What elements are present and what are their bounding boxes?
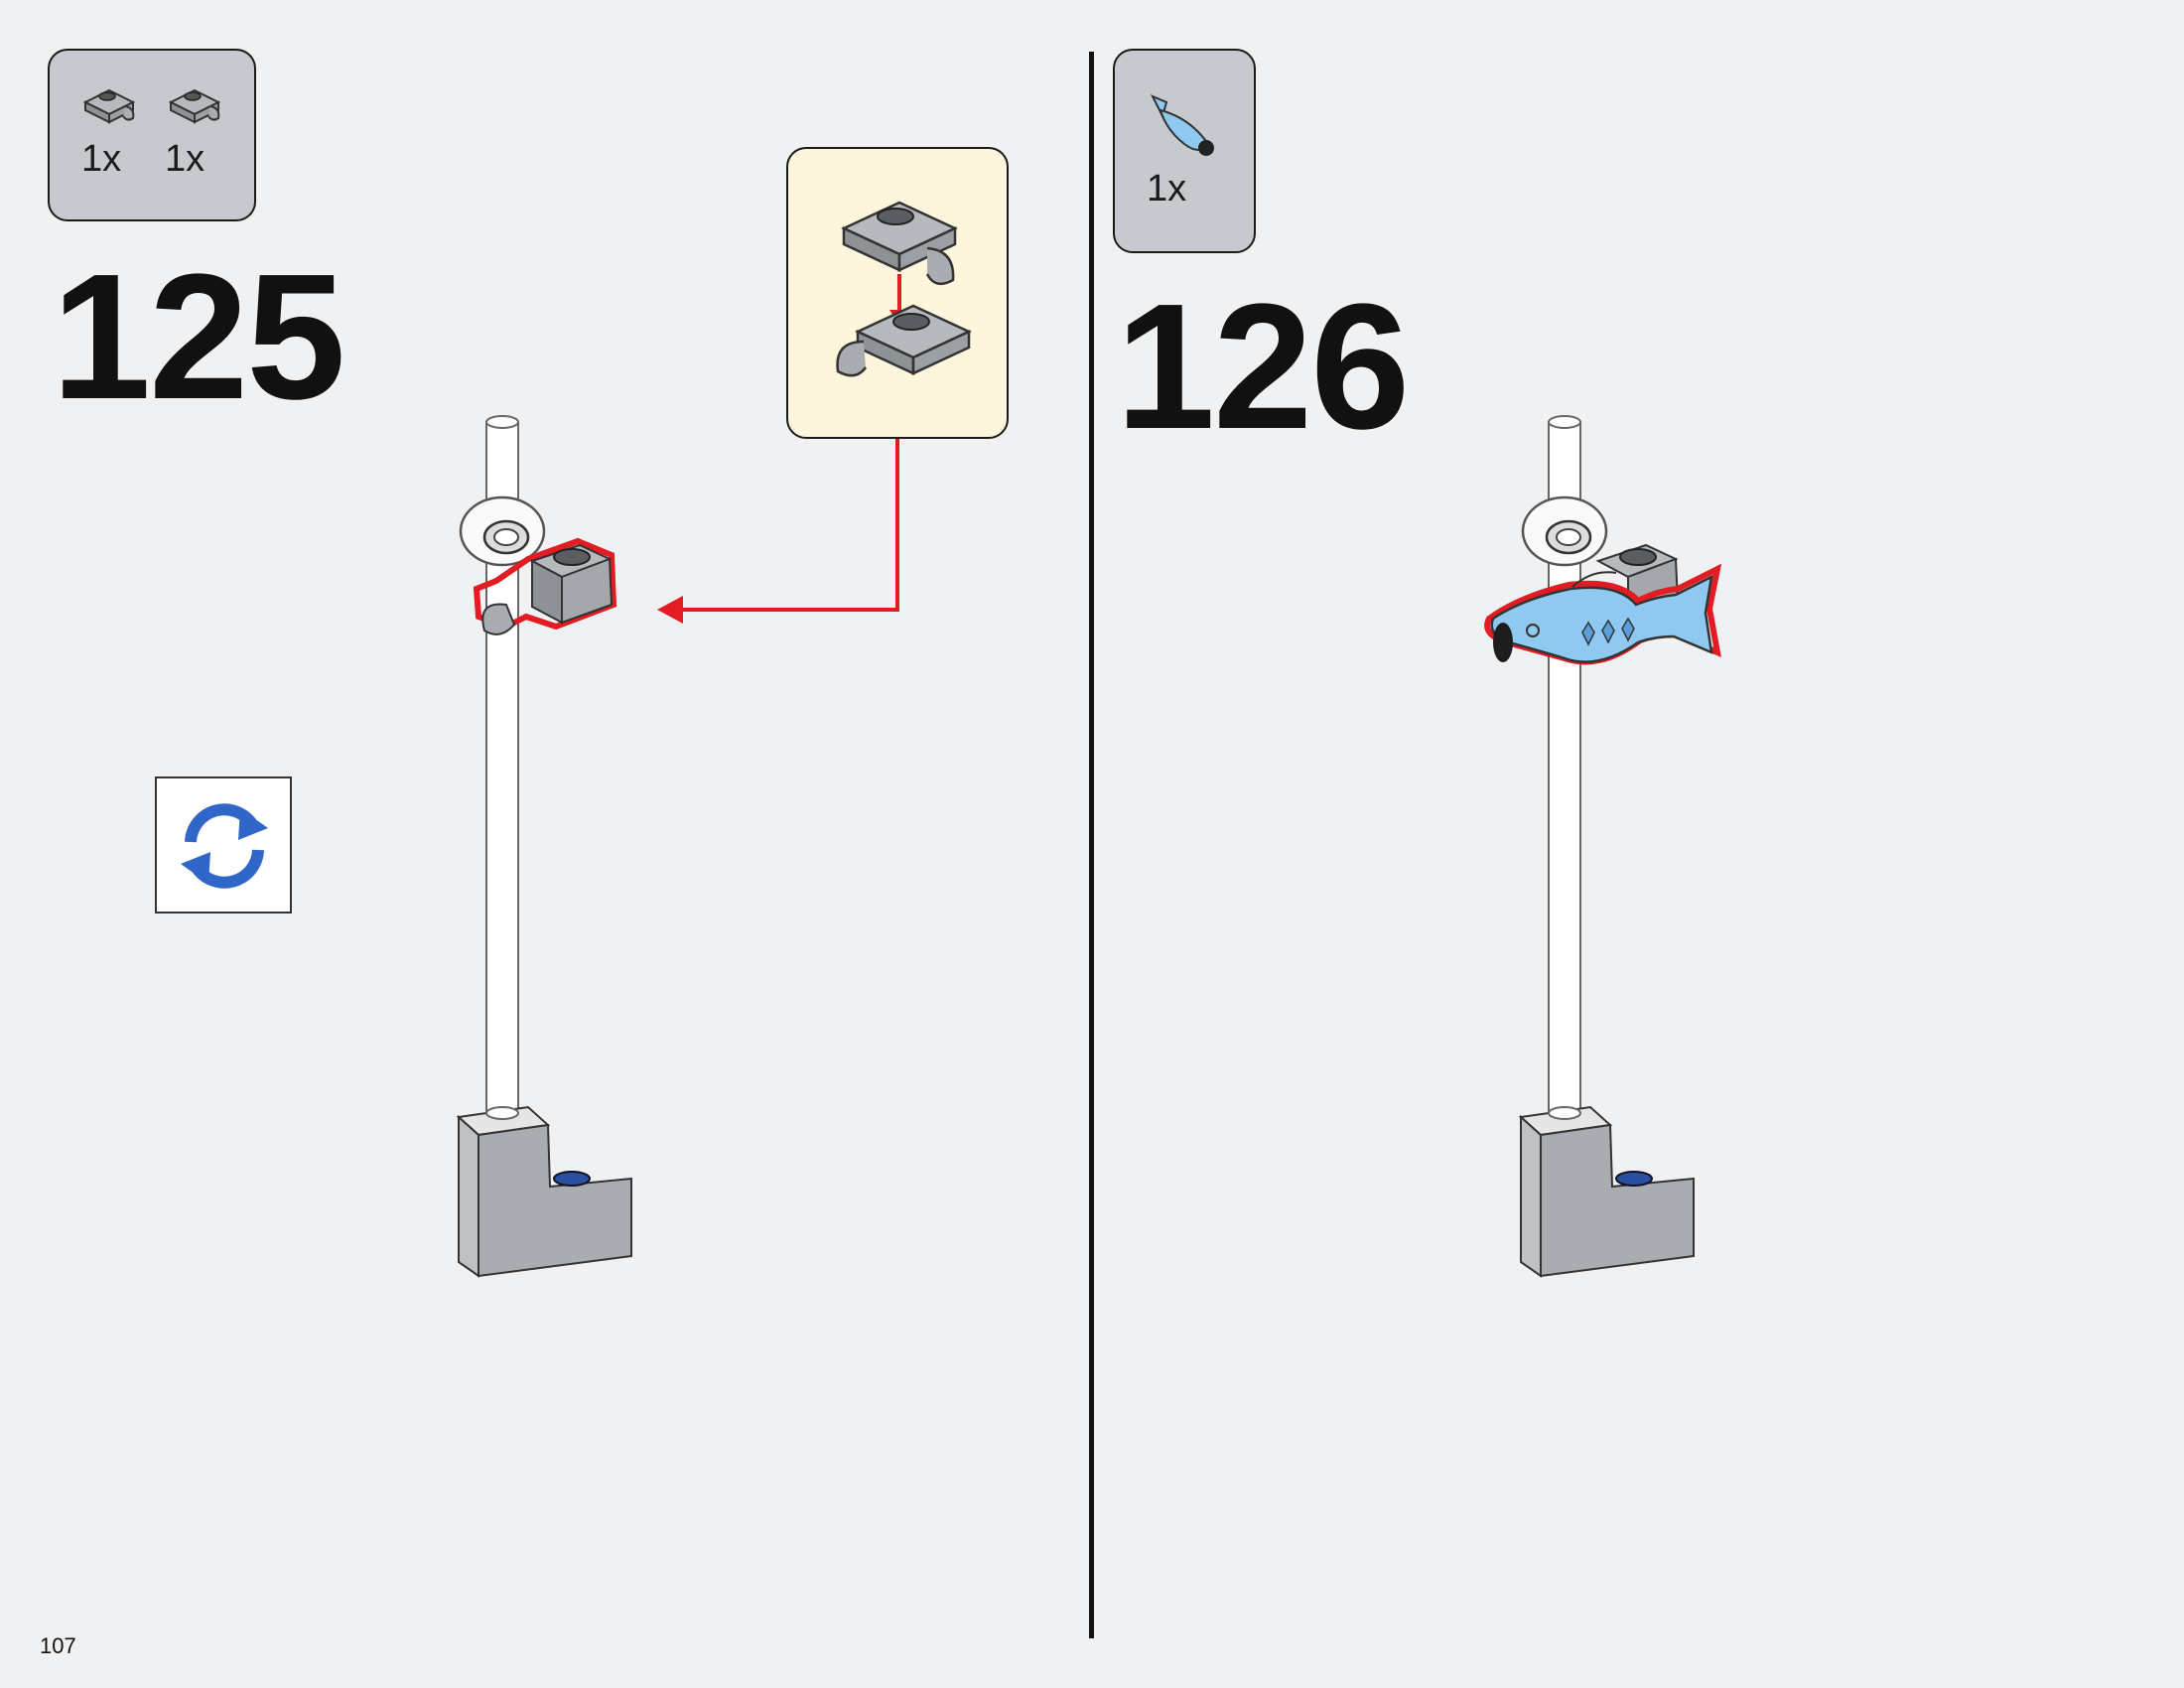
part-quantity: 1x xyxy=(1147,168,1187,210)
step-divider xyxy=(1089,52,1094,1638)
part-quantity: 1x xyxy=(81,138,122,180)
rotate-model-icon xyxy=(181,803,268,889)
build-model-step-125 xyxy=(456,415,632,1278)
page-number: 107 xyxy=(40,1633,76,1658)
step-number-125: 125 xyxy=(52,237,345,437)
part-quantity: 1x xyxy=(165,138,205,180)
sub-assembly-callout xyxy=(786,147,1009,439)
parts-list-step-125: 1x 1x xyxy=(48,49,256,221)
clip-plate-icon xyxy=(168,88,221,124)
step-number-126: 126 xyxy=(1116,267,1410,467)
parts-list-step-126: 1x xyxy=(1113,49,1256,253)
fish-icon xyxy=(1150,94,1214,156)
clip-plate-icon xyxy=(82,88,136,124)
build-model-step-126 xyxy=(1484,415,1722,1278)
placement-arrow xyxy=(657,439,899,624)
clip-plate-icon xyxy=(836,201,972,377)
rotate-model-indicator xyxy=(155,776,292,914)
